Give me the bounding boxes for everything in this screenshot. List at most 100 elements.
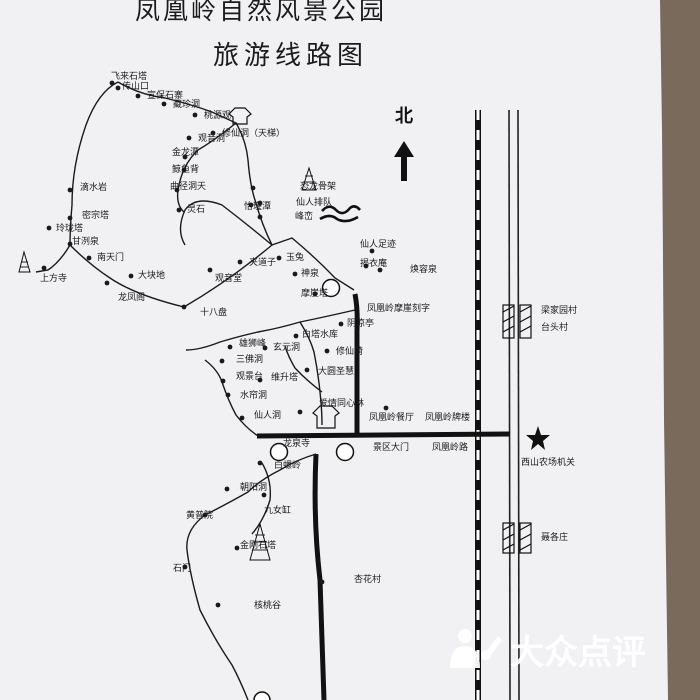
place-label-mizongta: 密宗塔 [82, 209, 109, 221]
place-label-xiongshifeng: 雄狮峰 [239, 337, 266, 349]
place-label-aiqingtongxinlin: 爱情同心林 [319, 397, 364, 409]
place-dot-guanyintang [207, 267, 213, 273]
place-dot-daxiyuansheng [304, 367, 310, 373]
place-label-moyata: 摩崖塔 [301, 287, 328, 299]
place-label-moyaketi: 凤凰岭摩崖刻字 [367, 302, 430, 314]
place-dot-ganquanquan [67, 241, 73, 247]
place-dot-huanyiyan [363, 263, 369, 269]
place-dot-chaoyangdong [224, 486, 230, 492]
temple-icon [228, 107, 340, 429]
place-dot-canting [383, 405, 389, 411]
place-dot-jiadaozi [237, 259, 243, 265]
place-label-jingyubei: 鲸鱼背 [172, 163, 199, 175]
place-label-huanrongquan: 焕容泉 [410, 263, 437, 275]
watermark: 大众点评 [450, 629, 646, 673]
place-dot-baitashuiku [293, 333, 299, 339]
place-dot-shangfangsi [41, 265, 47, 271]
place-dot-aiqingtongxinlin [297, 409, 303, 415]
place-label-shuiliandong: 水帘洞 [240, 389, 267, 401]
map-subtitle: 旅游线路图 [213, 41, 368, 71]
place-dot-konglonggujia [250, 185, 256, 191]
place-label-fenghuanglinglu: 凤凰岭路 [432, 441, 468, 453]
place-dot-shuiliandong [225, 392, 231, 398]
place-label-xinghuacun: 杏花村 [354, 573, 381, 585]
place-dot-dishuiyan [67, 187, 73, 193]
place-dot-fengluan [257, 214, 263, 220]
place-label-dishuiyan: 滴水岩 [80, 181, 107, 193]
place-label-lingshi: 灵石 [187, 204, 205, 215]
place-label-yitan: 怡瑾潭 [244, 200, 271, 212]
place-label-longquansi: 龙泉寺 [283, 437, 310, 449]
place-label-jingangshita: 金刚石塔 [240, 539, 276, 551]
place-label-ganquanquan: 甘洌泉 [72, 235, 99, 247]
place-label-feilaishita: 飞来石塔 [111, 70, 147, 82]
scenic-rock-icon [319, 205, 361, 223]
place-dot-shenquan [292, 271, 298, 277]
place-label-linglongta: 玲珑塔 [56, 222, 83, 234]
place-dot-guanyindong [186, 135, 192, 141]
place-label-taitoucun: 台头村 [541, 321, 568, 333]
place-label-weishengta: 维升塔 [271, 371, 298, 383]
place-dot-linglongta [46, 225, 52, 231]
place-dot-xuanyuandong [262, 345, 268, 351]
place-dot-cangzhendong [161, 101, 167, 107]
place-label-fengluan: 峰峦 [295, 210, 313, 222]
place-dot-xiuxiandong [210, 130, 216, 136]
place-dot-xinghuacun [319, 579, 325, 585]
place-label-jinlongtan: 金龙潭 [172, 146, 199, 158]
place-dot-jingyubei [181, 167, 187, 173]
place-label-xiuxiandong: 修仙洞（天梯） [222, 127, 285, 139]
main-roads [256, 293, 511, 700]
place-dot-xianrenzuji [369, 248, 375, 254]
place-label-chaoyangdong: 朝阳洞 [240, 482, 267, 493]
map-title: 凤凰岭自然风景公园 [135, 0, 387, 25]
place-dot-bailuoling [257, 460, 263, 466]
place-label-longfengge: 龙凤阁 [118, 291, 145, 303]
star-icon [526, 426, 550, 450]
place-label-cangzhendong: 藏珍洞 [173, 98, 200, 110]
place-label-xianrenpaidui: 仙人排队 [296, 196, 332, 208]
place-dot-quxingdongtian [174, 187, 180, 193]
place-label-daxiyuansheng: 大圆圣慧 [318, 365, 354, 377]
place-label-quxingdongtian: 曲径洞天 [170, 180, 206, 192]
highway-line-2 [517, 109, 520, 700]
place-label-hetaogu: 核桃谷 [254, 599, 281, 611]
place-dot-weishengta [257, 377, 263, 383]
place-dot-hetaogu [215, 602, 221, 608]
place-label-xuanbaoshizhai: 宣保石寨 [147, 89, 183, 101]
place-dot-taoyuanguan [192, 112, 198, 118]
place-label-huangpuyuan: 黄普院 [186, 509, 213, 521]
place-label-chuanshankou: 传山口 [122, 80, 149, 92]
place-label-bailuoling: 白螺岭 [274, 459, 301, 471]
place-dot-sanfodong [219, 358, 225, 364]
place-dot-huangpuyuan [202, 512, 208, 518]
place-dot-huanrongquan [377, 267, 383, 273]
north-label: 北 [395, 106, 413, 127]
place-label-pailou: 凤凰岭牌楼 [425, 411, 470, 423]
north-arrow-icon [394, 141, 414, 181]
dianping-logo-icon [450, 629, 502, 668]
place-label-baitashuiku: 白塔水库 [302, 328, 338, 340]
place-label-jingqudamen: 景区大门 [373, 441, 409, 453]
place-label-xishannongchang: 西山农场机关 [521, 456, 575, 468]
place-label-xianrendong: 仙人洞 [254, 409, 281, 421]
place-dot-dakuaidi [128, 273, 134, 279]
place-dot-xianrenpaidui [257, 200, 263, 206]
place-label-dakuaidi: 大块地 [138, 269, 165, 281]
place-dot-yitan [248, 202, 254, 208]
place-label-liangjiayuancun: 梁家园村 [541, 304, 577, 316]
place-dot-longfengge [104, 280, 110, 286]
place-label-niegezhuang: 聂各庄 [541, 531, 568, 543]
place-dot-jingangshita [234, 545, 240, 551]
place-label-shimen: 石门 [173, 562, 191, 574]
walking-trails [35, 81, 356, 700]
place-label-shangfangsi: 上方寺 [40, 272, 67, 284]
place-label-xianrenzuji: 仙人足迹 [360, 238, 396, 250]
place-label-huanyiyan: 揭衣庵 [360, 257, 387, 269]
place-dot-lingshi [176, 207, 182, 213]
place-dot-jiunvgang [261, 492, 267, 498]
watermark-text: 大众点评 [510, 633, 646, 673]
place-dot-xiuxianyi [324, 348, 330, 354]
highway-line [508, 109, 511, 700]
place-dot-nantianmen [86, 255, 92, 261]
